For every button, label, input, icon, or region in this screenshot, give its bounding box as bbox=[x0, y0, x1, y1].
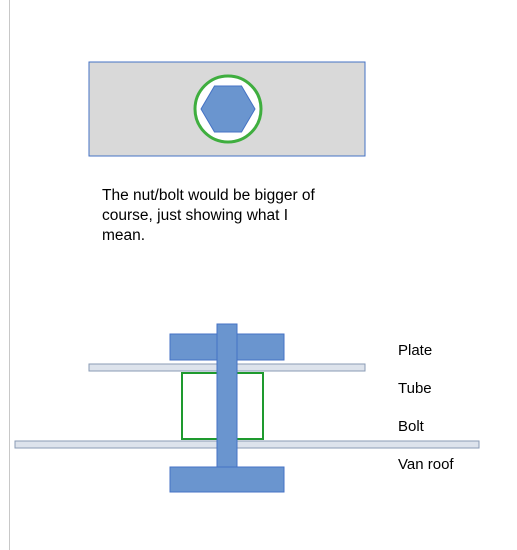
side-view bbox=[14, 323, 480, 493]
top-view bbox=[88, 61, 366, 157]
label-van-roof: Van roof bbox=[398, 456, 454, 473]
caption-line-3: mean. bbox=[102, 227, 146, 244]
caption-line-2: course, just showing what I bbox=[102, 207, 289, 224]
hex-head-icon bbox=[200, 85, 256, 133]
lower-nut bbox=[169, 466, 285, 493]
label-tube: Tube bbox=[398, 380, 432, 397]
label-plate: Plate bbox=[398, 342, 433, 359]
page-margin-line bbox=[9, 0, 10, 550]
caption-text: The nut/bolt would be bigger of course, … bbox=[102, 186, 372, 246]
caption-line-1: The nut/bolt would be bigger of bbox=[102, 187, 315, 204]
label-bolt: Bolt bbox=[398, 418, 424, 435]
bolt-shaft bbox=[216, 323, 238, 468]
van-roof-rail bbox=[14, 440, 480, 449]
